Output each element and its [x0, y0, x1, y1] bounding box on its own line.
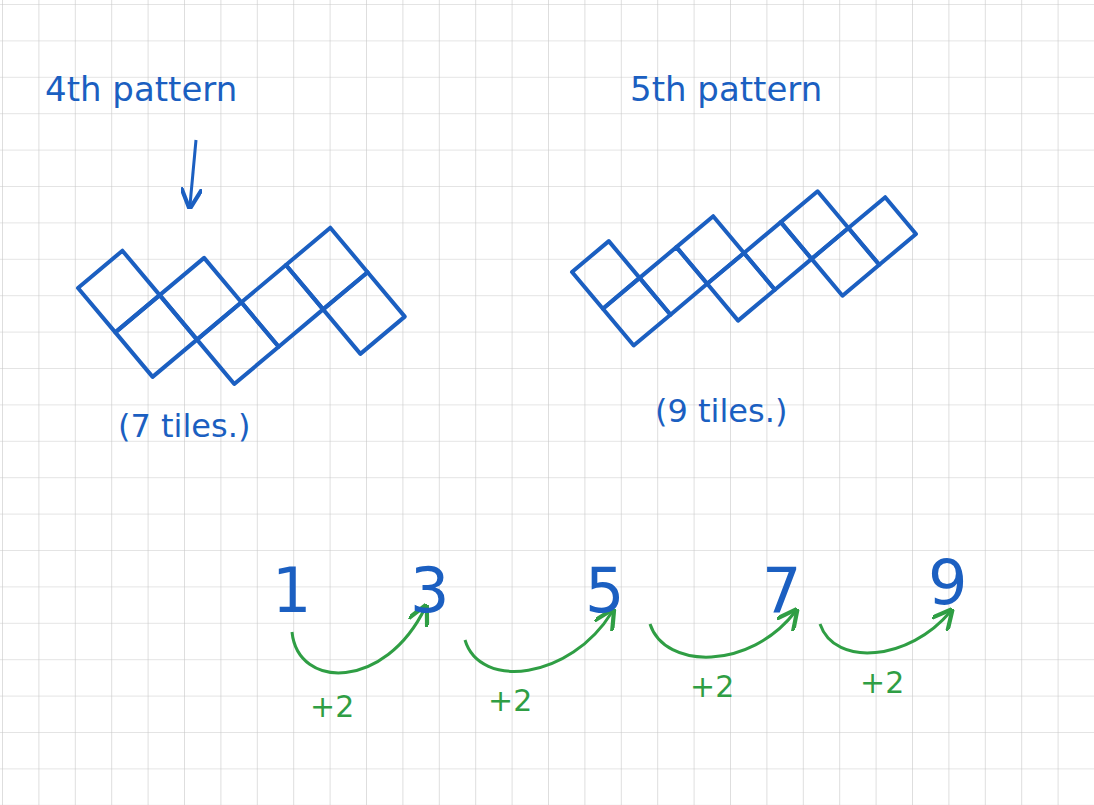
tile — [160, 258, 242, 340]
tile — [744, 222, 812, 290]
tile-pattern — [78, 228, 405, 384]
tile — [848, 197, 916, 265]
tile — [707, 253, 775, 321]
step-label: +2 — [690, 672, 734, 702]
sequence-number: 1 — [272, 560, 311, 622]
tile — [572, 241, 640, 309]
tile — [197, 302, 279, 384]
tile-count: (9 tiles.) — [655, 395, 787, 427]
tile-count: (7 tiles.) — [118, 410, 250, 442]
tile — [323, 272, 405, 354]
step-arrow — [292, 608, 425, 673]
tile-pattern — [572, 191, 916, 345]
tile — [640, 247, 708, 315]
tile — [676, 216, 744, 284]
tile — [603, 278, 671, 346]
step-label: +2 — [860, 668, 904, 698]
pointer-arrow — [190, 140, 196, 205]
tile — [812, 228, 880, 296]
pattern-heading: 5th pattern — [630, 72, 822, 106]
tile — [241, 265, 323, 347]
sequence-number: 9 — [928, 552, 967, 614]
step-label: +2 — [488, 686, 532, 716]
pattern-heading: 4th pattern — [45, 72, 237, 106]
tile — [115, 295, 197, 377]
tile — [781, 191, 849, 259]
sequence-number: 3 — [410, 560, 449, 622]
tile — [286, 228, 368, 310]
tile — [78, 251, 160, 333]
sequence-number: 7 — [762, 560, 801, 622]
sequence-number: 5 — [585, 560, 624, 622]
step-label: +2 — [310, 692, 354, 722]
step-arrow — [820, 612, 950, 653]
